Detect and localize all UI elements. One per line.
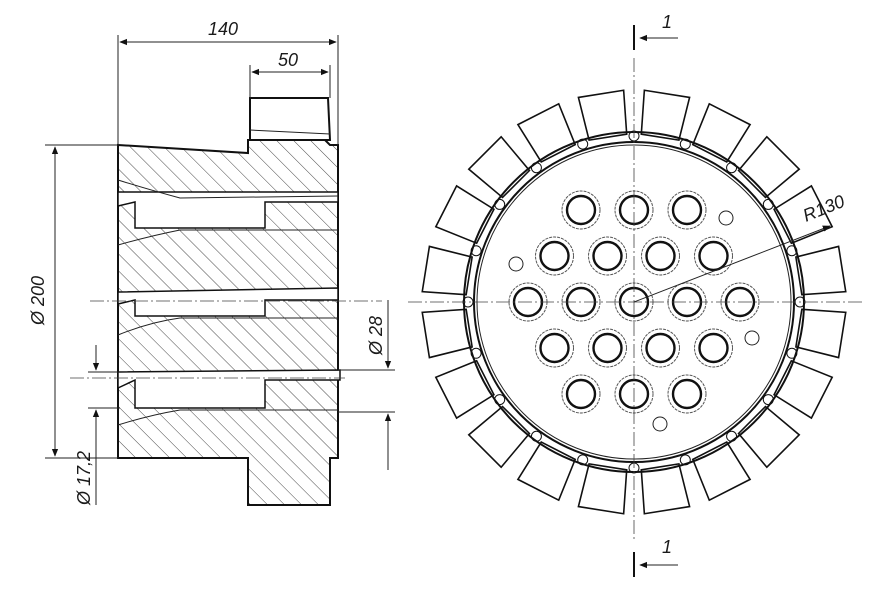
hole: [671, 378, 703, 410]
dim-hub-length: 50: [278, 50, 298, 70]
gear-tooth: [691, 441, 752, 502]
gear-tooth: [691, 102, 752, 163]
section-mark-bottom: 1: [633, 537, 678, 577]
hole: [645, 332, 676, 364]
section-mark-top: 1: [633, 12, 678, 50]
pin: [508, 256, 524, 272]
hole: [565, 378, 597, 410]
hole: [565, 194, 597, 226]
gear-tooth: [640, 462, 691, 515]
channel-2: [117, 287, 339, 317]
dimension-200: Ø 200: [28, 144, 118, 459]
gear-tooth: [516, 441, 577, 502]
hole: [671, 194, 703, 226]
pin: [652, 416, 668, 432]
front-view: R130: [408, 58, 862, 540]
dimension-140: 140: [117, 19, 339, 145]
channel-3: [117, 369, 341, 409]
hole: [592, 240, 623, 272]
gear-tooth: [640, 89, 691, 142]
section-label-top: 1: [662, 12, 672, 32]
dimension-50: 50: [249, 50, 331, 98]
hole-pattern: [508, 190, 760, 414]
pin: [718, 210, 734, 226]
gear-tooth: [794, 245, 847, 296]
gear-tooth: [421, 245, 474, 296]
gear-tooth: [434, 359, 495, 420]
hole: [592, 332, 623, 364]
dim-total-length: 140: [208, 19, 238, 39]
dimension-28: Ø 28: [338, 300, 395, 470]
gear-tooth: [421, 308, 474, 359]
dim-bore-diameter: Ø 28: [366, 316, 386, 356]
pin: [744, 330, 760, 346]
gear-teeth: [421, 89, 847, 515]
gear-tooth: [516, 102, 577, 163]
gear-tooth: [577, 89, 628, 142]
channel-1: [117, 191, 339, 229]
dimension-17-2: Ø 17,2: [74, 345, 120, 506]
hole: [539, 240, 570, 272]
gear-tooth: [773, 184, 834, 245]
gear-tooth: [773, 359, 834, 420]
gear-tooth: [434, 184, 495, 245]
hole: [539, 332, 570, 364]
hole: [645, 240, 676, 272]
gear-tooth: [577, 462, 628, 515]
hub-block: [249, 97, 332, 141]
section-label-bottom: 1: [662, 537, 672, 557]
side-section-view: [70, 97, 382, 506]
dim-outer-diameter: Ø 200: [28, 276, 48, 326]
hole: [698, 240, 729, 272]
hole: [698, 332, 729, 364]
dim-hole-diameter: Ø 17,2: [74, 451, 94, 506]
gear-tooth: [794, 308, 847, 359]
